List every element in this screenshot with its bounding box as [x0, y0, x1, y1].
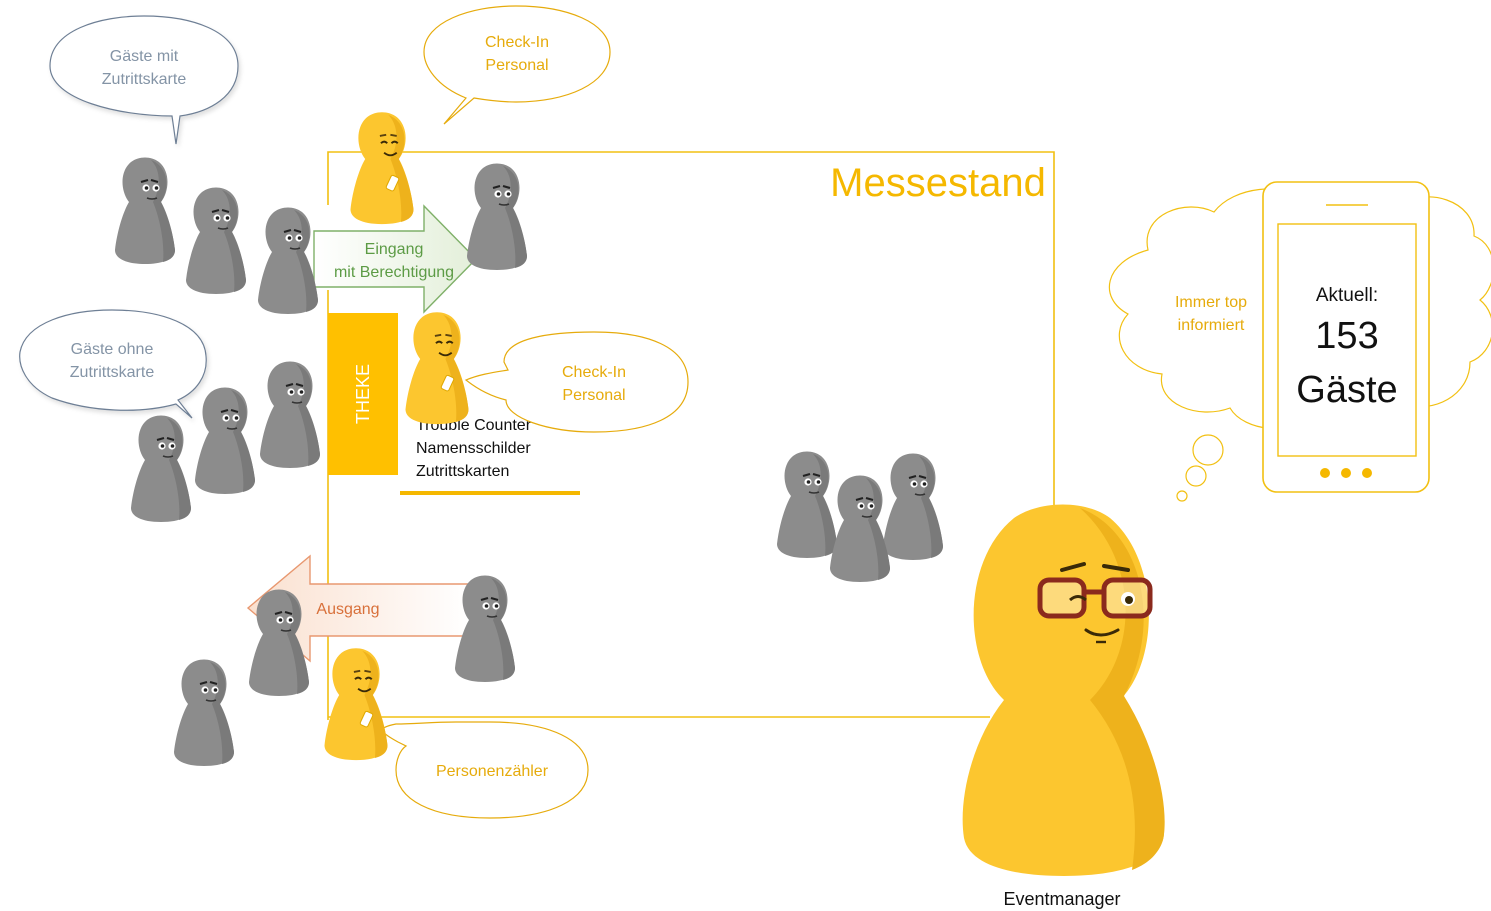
bubble-guests-without-card-line2: Zutrittskarte — [70, 364, 155, 381]
guest-pawn — [465, 162, 529, 272]
counter-item-cards: Zutrittskarten — [416, 463, 509, 480]
guest-pawn — [828, 474, 892, 584]
guest-pawn — [258, 360, 322, 470]
bubble-guests-with-card-line1: Gäste mit — [110, 48, 179, 65]
bubble-checkin-counter-line1: Check-In — [562, 364, 626, 381]
bubble-person-counter-text: Personenzähler — [436, 763, 549, 780]
checkin-staff-pawn — [349, 111, 415, 226]
entrance-label-line1: Eingang — [365, 241, 424, 258]
bubble-guests-without-card — [19, 309, 207, 419]
bubble-guests-with-card-line2: Zutrittskarte — [102, 71, 187, 88]
phone-line3: Gäste — [1296, 369, 1397, 411]
thought-line2: informiert — [1178, 317, 1245, 334]
guest-pawn — [113, 156, 177, 266]
bubble-person-counter — [382, 721, 589, 819]
entrance-label-line2: mit Berechtigung — [334, 264, 454, 281]
counter-label: THEKE — [353, 364, 373, 424]
bubble-guests-without-card-line1: Gäste ohne — [71, 341, 154, 358]
exit-label: Ausgang — [316, 601, 379, 618]
guest-pawn — [193, 386, 257, 496]
guest-pawn — [172, 658, 236, 768]
phone-icon — [1262, 181, 1430, 493]
entrance-arrow — [313, 204, 477, 314]
bubble-checkin-top-line2: Personal — [485, 57, 548, 74]
thought-line1: Immer top — [1175, 294, 1247, 311]
counter-item-badges: Namensschilder — [416, 440, 531, 457]
eventmanager-pawn — [962, 504, 1165, 876]
bubble-checkin-staff-counter — [464, 331, 689, 433]
guest-pawn — [129, 414, 193, 524]
guest-pawn — [184, 186, 248, 296]
guest-pawn — [775, 450, 839, 560]
counting-staff-pawn — [323, 647, 389, 762]
phone-count: 153 — [1315, 315, 1378, 357]
bubble-guests-with-card — [49, 15, 239, 145]
bubble-checkin-staff-top — [423, 5, 611, 125]
counter — [328, 313, 580, 495]
booth-title: Messestand — [830, 161, 1046, 205]
counter-staff-pawn — [404, 311, 470, 426]
bubble-checkin-top-line1: Check-In — [485, 34, 549, 51]
guest-pawn — [256, 206, 320, 316]
guest-pawn — [881, 452, 945, 562]
eventmanager-label: Eventmanager — [1003, 889, 1120, 909]
bubble-checkin-counter-line2: Personal — [562, 387, 625, 404]
phone-line1: Aktuell: — [1316, 285, 1378, 306]
